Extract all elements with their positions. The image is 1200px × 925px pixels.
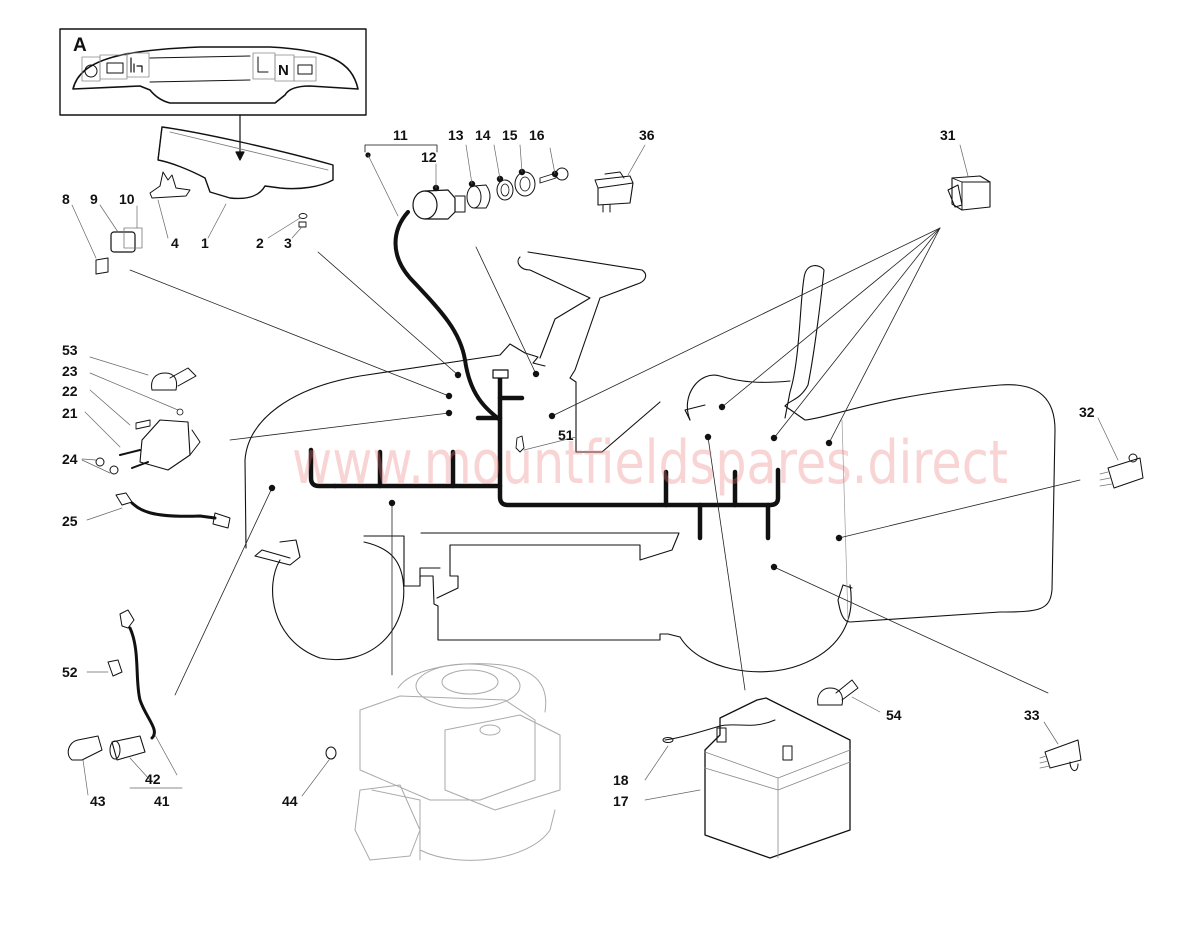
rocker-switch-part (594, 171, 634, 213)
part-label-32[interactable]: 32 (1079, 404, 1095, 420)
part-label-12[interactable]: 12 (421, 149, 437, 165)
nut-part (298, 221, 307, 228)
part-label-33[interactable]: 33 (1024, 707, 1040, 723)
part-label-10[interactable]: 10 (119, 191, 135, 207)
leader-lines (129, 227, 1081, 696)
neutral-indicator-label: N (278, 62, 289, 79)
part-label-18[interactable]: 18 (613, 772, 629, 788)
part-label-51[interactable]: 51 (558, 427, 574, 443)
nut-15-part (514, 171, 536, 197)
part-label-42[interactable]: 42 (145, 771, 161, 787)
nut-24a-part (95, 457, 105, 467)
part-label-2[interactable]: 2 (256, 235, 264, 251)
cable-clip-part (515, 435, 525, 453)
part-label-23[interactable]: 23 (62, 363, 78, 379)
nut-44-part (325, 746, 337, 760)
lamp-lead-part (119, 609, 156, 740)
part-label-21[interactable]: 21 (62, 405, 78, 421)
parking-brake-icon (81, 56, 101, 82)
part-label-3[interactable]: 3 (284, 235, 292, 251)
battery-icon (293, 56, 317, 82)
pto-icon (126, 52, 150, 78)
terminal-cover-53-part (151, 367, 197, 391)
part-label-1[interactable]: 1 (201, 235, 209, 251)
micro-switch-33-part (1039, 739, 1082, 771)
wiring-harness (308, 374, 781, 541)
nut-23-part (176, 408, 184, 416)
part-label-14[interactable]: 14 (475, 127, 491, 143)
ignition-cable (393, 210, 502, 422)
bracket-11 (364, 144, 438, 153)
part-label-4[interactable]: 4 (171, 235, 179, 251)
battery-strap-part (664, 719, 776, 741)
part-label-24[interactable]: 24 (62, 451, 78, 467)
part-label-41[interactable]: 41 (154, 793, 170, 809)
bulb-part (67, 735, 103, 761)
part-label-8[interactable]: 8 (62, 191, 70, 207)
part-label-16[interactable]: 16 (529, 127, 545, 143)
dashboard-panel-outline (72, 46, 359, 104)
relay-part (110, 231, 136, 253)
micro-switch-32-part (1099, 453, 1144, 489)
seat-switch-icon (252, 52, 276, 80)
part-label-11[interactable]: 11 (393, 127, 408, 143)
bezel-part (466, 184, 491, 209)
solenoid-part (119, 419, 201, 471)
part-label-43[interactable]: 43 (90, 793, 106, 809)
lamp-holder-part (109, 735, 146, 761)
bracket-part (149, 171, 191, 199)
part-label-36[interactable]: 36 (639, 127, 655, 143)
part-label-52[interactable]: 52 (62, 664, 78, 680)
fuel-level-icon (99, 54, 128, 80)
terminal-cover-54-part (817, 679, 859, 706)
washer-part (298, 213, 308, 219)
connection-dots (268, 370, 843, 571)
detail-panel-a (59, 28, 367, 116)
part-label-31[interactable]: 31 (940, 127, 956, 143)
dashboard-cover-part (157, 126, 334, 200)
part-label-44[interactable]: 44 (282, 793, 298, 809)
part-label-13[interactable]: 13 (448, 127, 464, 143)
tractor-outline (244, 251, 1056, 673)
part-label-17[interactable]: 17 (613, 793, 629, 809)
part-label-53[interactable]: 53 (62, 342, 78, 358)
harness-connector (492, 369, 509, 379)
nut-24b-part (109, 465, 119, 475)
part-label-15[interactable]: 15 (502, 127, 518, 143)
battery-part (704, 697, 851, 859)
detail-panel-letter: A (73, 35, 87, 56)
part-label-9[interactable]: 9 (90, 191, 98, 207)
wire-lead-part (115, 492, 231, 529)
screw-part (135, 419, 151, 430)
fuse-part (95, 257, 109, 275)
engine-part (354, 663, 561, 861)
part-label-22[interactable]: 22 (62, 383, 78, 399)
safety-switch-part (947, 175, 991, 211)
part-label-25[interactable]: 25 (62, 513, 78, 529)
washer-14-part (496, 179, 514, 201)
clip-part (107, 659, 123, 677)
part-label-54[interactable]: 54 (886, 707, 902, 723)
ignition-switch-part (412, 189, 466, 220)
